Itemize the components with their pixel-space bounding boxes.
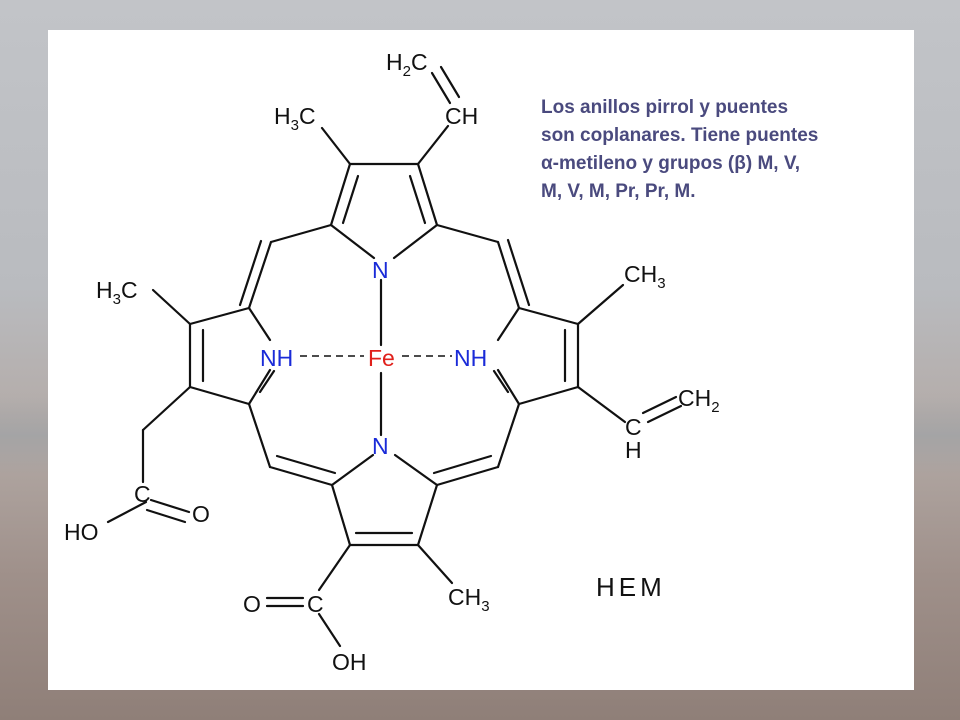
c-acid-bottom-label: C [307, 591, 324, 617]
fe-label: Fe [368, 345, 395, 371]
h3c-top-label: H3C [274, 103, 316, 134]
o-acid-left-label: O [192, 501, 210, 527]
c-vinyl-right-label: C [625, 414, 642, 440]
ch-top-label: CH [445, 103, 478, 129]
atom-labels: N N NH NH Fe H2C CH H3C H3C CH3 CH2 C H … [64, 49, 720, 675]
n-bottom-label: N [372, 433, 389, 459]
n-top-label: N [372, 257, 389, 283]
compound-name: HEM [596, 572, 666, 602]
description-note: Los anillos pirrol y puentes son coplana… [541, 94, 911, 206]
note-line-3: α-metileno y grupos (β) M, V, [541, 153, 801, 174]
ch2-right-label: CH2 [678, 385, 720, 416]
h3c-left-label: H3C [96, 277, 138, 308]
nh-right-label: NH [454, 345, 487, 371]
ho-left-label: HO [64, 519, 99, 545]
h2c-top-label: H2C [386, 49, 428, 80]
oh-bottom-label: OH [332, 649, 367, 675]
heme-structure-diagram: N N NH NH Fe H2C CH H3C H3C CH3 CH2 C H … [64, 49, 720, 675]
slide-panel: N N NH NH Fe H2C CH H3C H3C CH3 CH2 C H … [48, 30, 914, 690]
nh-left-label: NH [260, 345, 293, 371]
note-line-2: son coplanares. Tiene puentes [541, 125, 819, 146]
note-line-4: M, V, M, Pr, Pr, M. [541, 181, 696, 202]
h-vinyl-right-label: H [625, 437, 642, 463]
o-acid-bottom-label: O [243, 591, 261, 617]
c-acid-left-label: C [134, 481, 151, 507]
ch3-right-label: CH3 [624, 261, 666, 292]
bonds [106, 65, 683, 648]
note-line-1: Los anillos pirrol y puentes [541, 97, 789, 118]
ch3-bottom-label: CH3 [448, 584, 490, 615]
